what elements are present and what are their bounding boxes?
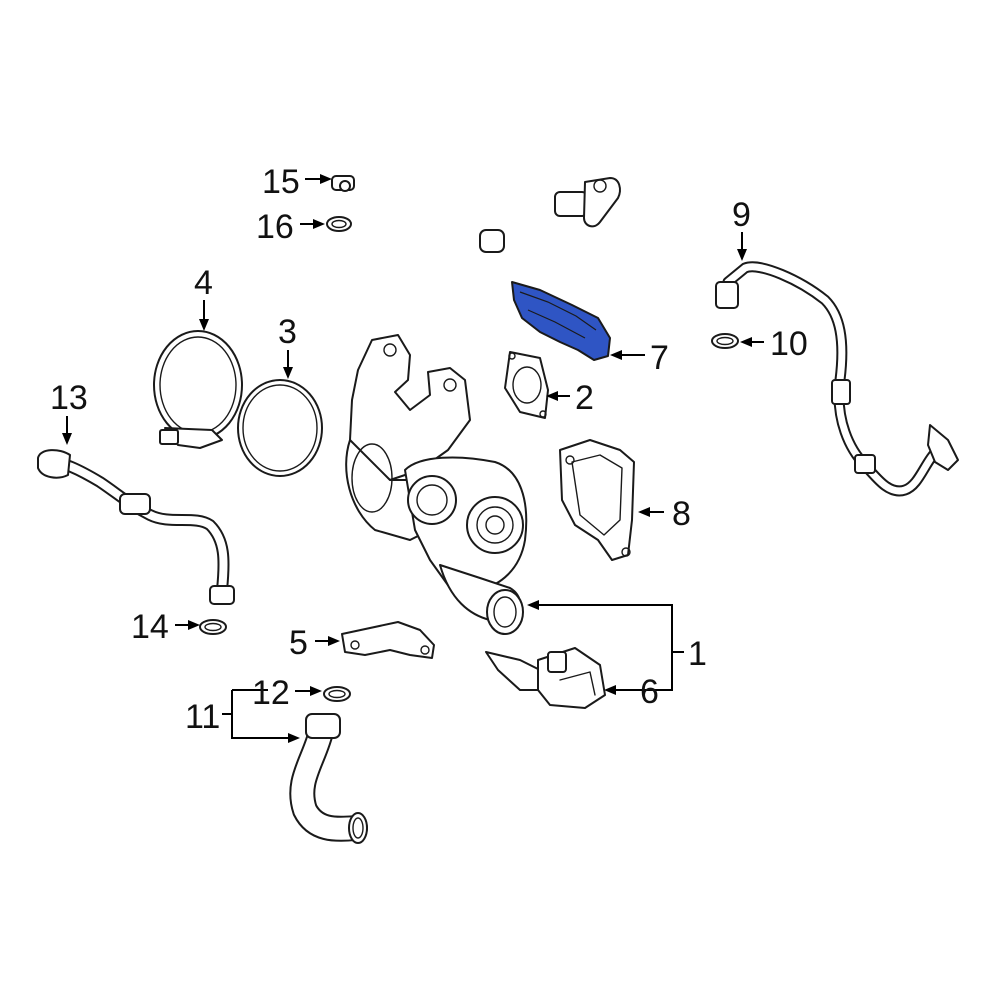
callout-13: 13: [50, 379, 88, 417]
part-5-bracket[interactable]: [341, 621, 435, 659]
callout-1: 1: [688, 635, 707, 673]
part-6-wastegate-actuator[interactable]: [485, 647, 606, 709]
callout-16: 16: [256, 208, 294, 246]
part-2-flange-gasket[interactable]: [504, 351, 549, 419]
callout-9: 9: [732, 196, 751, 234]
callout-15: 15: [262, 163, 300, 201]
part-12-o-ring[interactable]: [323, 686, 351, 702]
callout-6: 6: [640, 673, 659, 711]
part-9-oil-return-line[interactable]: [715, 261, 959, 497]
callout-2: 2: [575, 379, 594, 417]
part-10-o-ring[interactable]: [711, 333, 739, 349]
leader-lines: [62, 174, 764, 743]
callout-4: 4: [194, 264, 213, 302]
part-13-oil-line[interactable]: [37, 449, 235, 605]
part-8-turbo-heat-shield[interactable]: [559, 439, 635, 561]
part-7-heat-shield[interactable]: [511, 281, 611, 361]
part-15-oil-feed-line[interactable]: [331, 156, 621, 255]
part-14-o-ring[interactable]: [199, 619, 227, 635]
callout-3: 3: [278, 313, 297, 351]
part-1-turbocharger[interactable]: [345, 334, 528, 635]
callout-11: 11: [185, 698, 220, 736]
part-11-coolant-pipe[interactable]: [289, 713, 368, 844]
part-3-seal-ring[interactable]: [237, 379, 323, 477]
callout-labels: 15 16 4 3 13 14 5 12 11 7 2 8 9 10 1 6: [50, 163, 808, 736]
part-4-band-clamp[interactable]: [153, 330, 243, 449]
callout-8: 8: [672, 495, 691, 533]
callout-5: 5: [289, 624, 308, 662]
callout-12: 12: [252, 674, 290, 712]
callout-10: 10: [770, 325, 808, 363]
part-16-o-ring[interactable]: [326, 216, 352, 232]
callout-7: 7: [650, 339, 669, 377]
callout-14: 14: [131, 608, 169, 646]
